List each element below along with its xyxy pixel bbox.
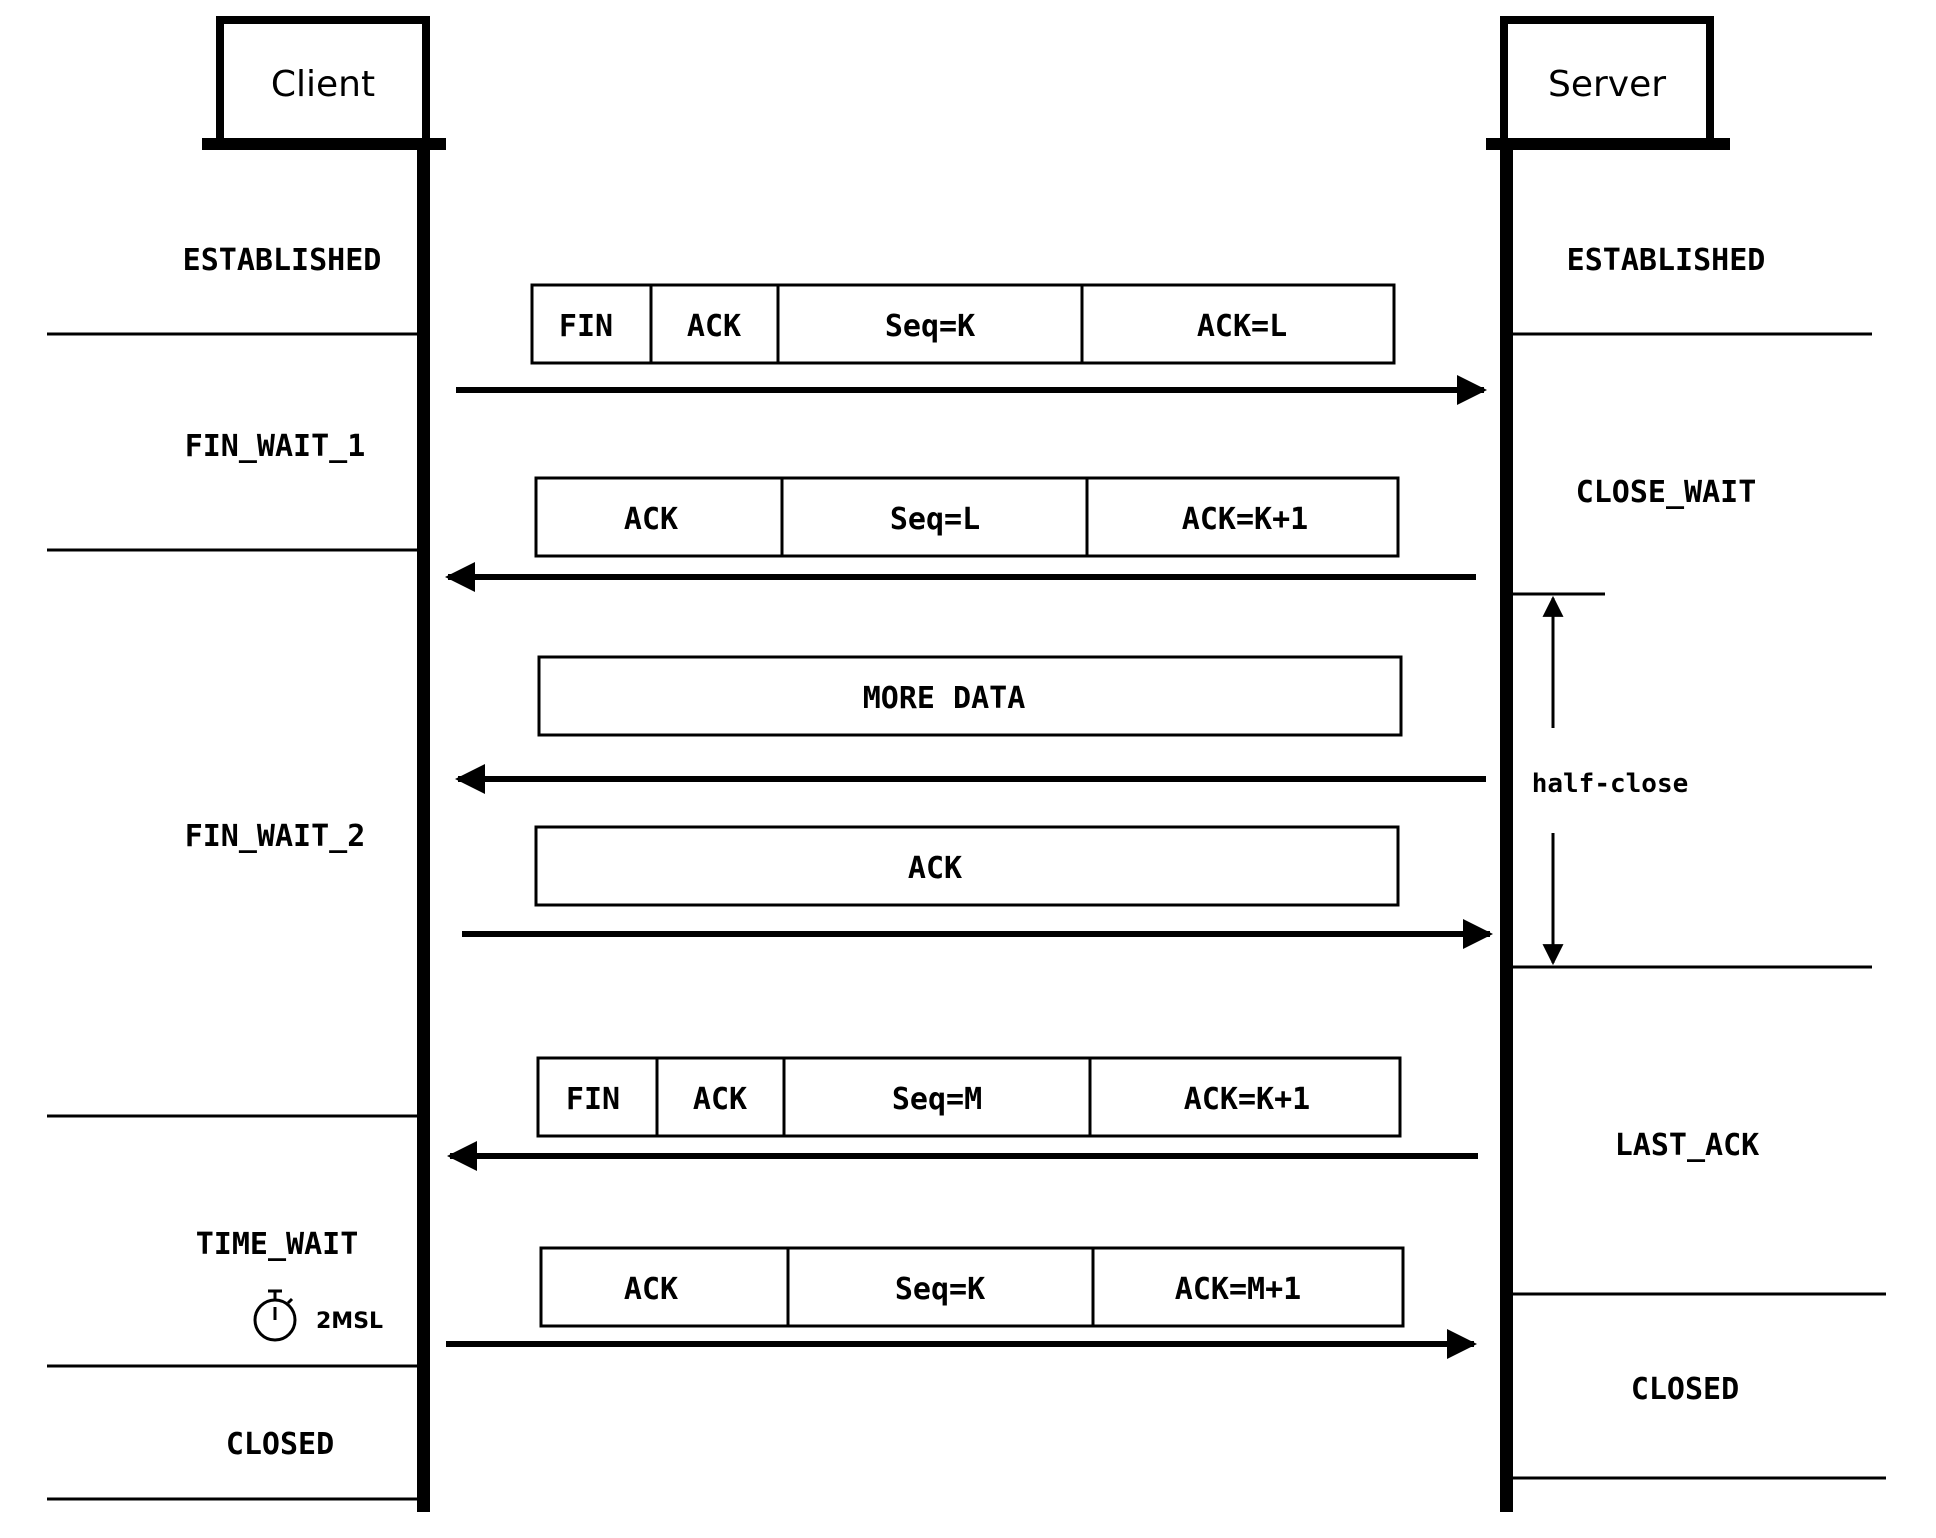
server-lifeline-bar <box>1500 144 1513 1512</box>
timer-label: 2MSL <box>316 1309 383 1334</box>
segment-field: FIN <box>566 1082 620 1117</box>
server-header-base <box>1486 138 1730 150</box>
timer-2msl: 2MSL <box>253 1289 383 1342</box>
client-state-label: TIME_WAIT <box>196 1227 359 1262</box>
segment-field: ACK=L <box>1197 309 1287 344</box>
server-state-separators <box>1510 332 1886 1480</box>
segment-fin-server: FIN ACK Seq=M ACK=K+1 <box>447 1056 1478 1171</box>
segment-field: Seq=K <box>895 1272 985 1307</box>
client-lifeline: Client <box>202 16 446 1512</box>
segment-box <box>539 1246 1405 1328</box>
segment-field: Seq=L <box>890 502 980 537</box>
client-lifeline-bar <box>417 144 430 1512</box>
client-state-label: ESTABLISHED <box>183 243 382 278</box>
server-state-label: CLOSE_WAIT <box>1576 475 1757 510</box>
segment-fin-client: FIN ACK Seq=K ACK=L <box>456 283 1487 405</box>
segment-box <box>537 655 1403 737</box>
client-state-separators <box>47 332 420 1501</box>
segment-header: FIN ACK Seq=M ACK=K+1 <box>536 1056 1402 1138</box>
segment-field: ACK=M+1 <box>1175 1272 1301 1307</box>
server-lifeline: Server <box>1486 16 1730 1512</box>
segment-field: ACK <box>624 502 678 537</box>
segment-ack-server: ACK Seq=L ACK=K+1 <box>445 476 1476 592</box>
server-label: Server <box>1548 64 1666 105</box>
segment-final-ack: ACK Seq=K ACK=M+1 <box>446 1246 1477 1359</box>
segment-field: Seq=K <box>885 309 975 344</box>
segment-box <box>534 476 1400 558</box>
client-header-base <box>202 138 446 150</box>
half-close-label: half-close <box>1532 769 1689 799</box>
segment-field: ACK <box>687 309 741 344</box>
segment-header: ACK <box>534 825 1400 907</box>
client-label: Client <box>271 64 375 105</box>
half-close-indicator: half-close <box>1513 592 1689 966</box>
client-state-label: CLOSED <box>226 1427 334 1462</box>
client-state-label: FIN_WAIT_1 <box>185 429 366 464</box>
segment-more-data: MORE DATA <box>455 655 1486 794</box>
segment-header: ACK Seq=L ACK=K+1 <box>534 476 1400 558</box>
segment-field: ACK=K+1 <box>1184 1082 1310 1117</box>
segment-field: Seq=M <box>892 1082 982 1117</box>
server-state-label: LAST_ACK <box>1615 1128 1760 1163</box>
segment-field: ACK <box>624 1272 678 1307</box>
segment-header: FIN ACK Seq=K ACK=L <box>530 283 1396 365</box>
segment-field: ACK=K+1 <box>1182 502 1308 537</box>
client-state-label: FIN_WAIT_2 <box>185 819 366 854</box>
segment-header: MORE DATA <box>537 655 1403 737</box>
segment-field: ACK <box>908 851 962 886</box>
segment-box <box>536 1056 1402 1138</box>
server-state-label: ESTABLISHED <box>1567 243 1766 278</box>
segment-field: FIN <box>559 309 613 344</box>
segment-box <box>534 825 1400 907</box>
segment-header: ACK Seq=K ACK=M+1 <box>539 1246 1405 1328</box>
segment-field: ACK <box>693 1082 747 1117</box>
segment-field: MORE DATA <box>863 681 1026 716</box>
server-state-label: CLOSED <box>1631 1372 1739 1407</box>
segment-box <box>530 283 1396 365</box>
stopwatch-icon <box>253 1289 297 1342</box>
segment-data-ack: ACK <box>462 825 1493 949</box>
